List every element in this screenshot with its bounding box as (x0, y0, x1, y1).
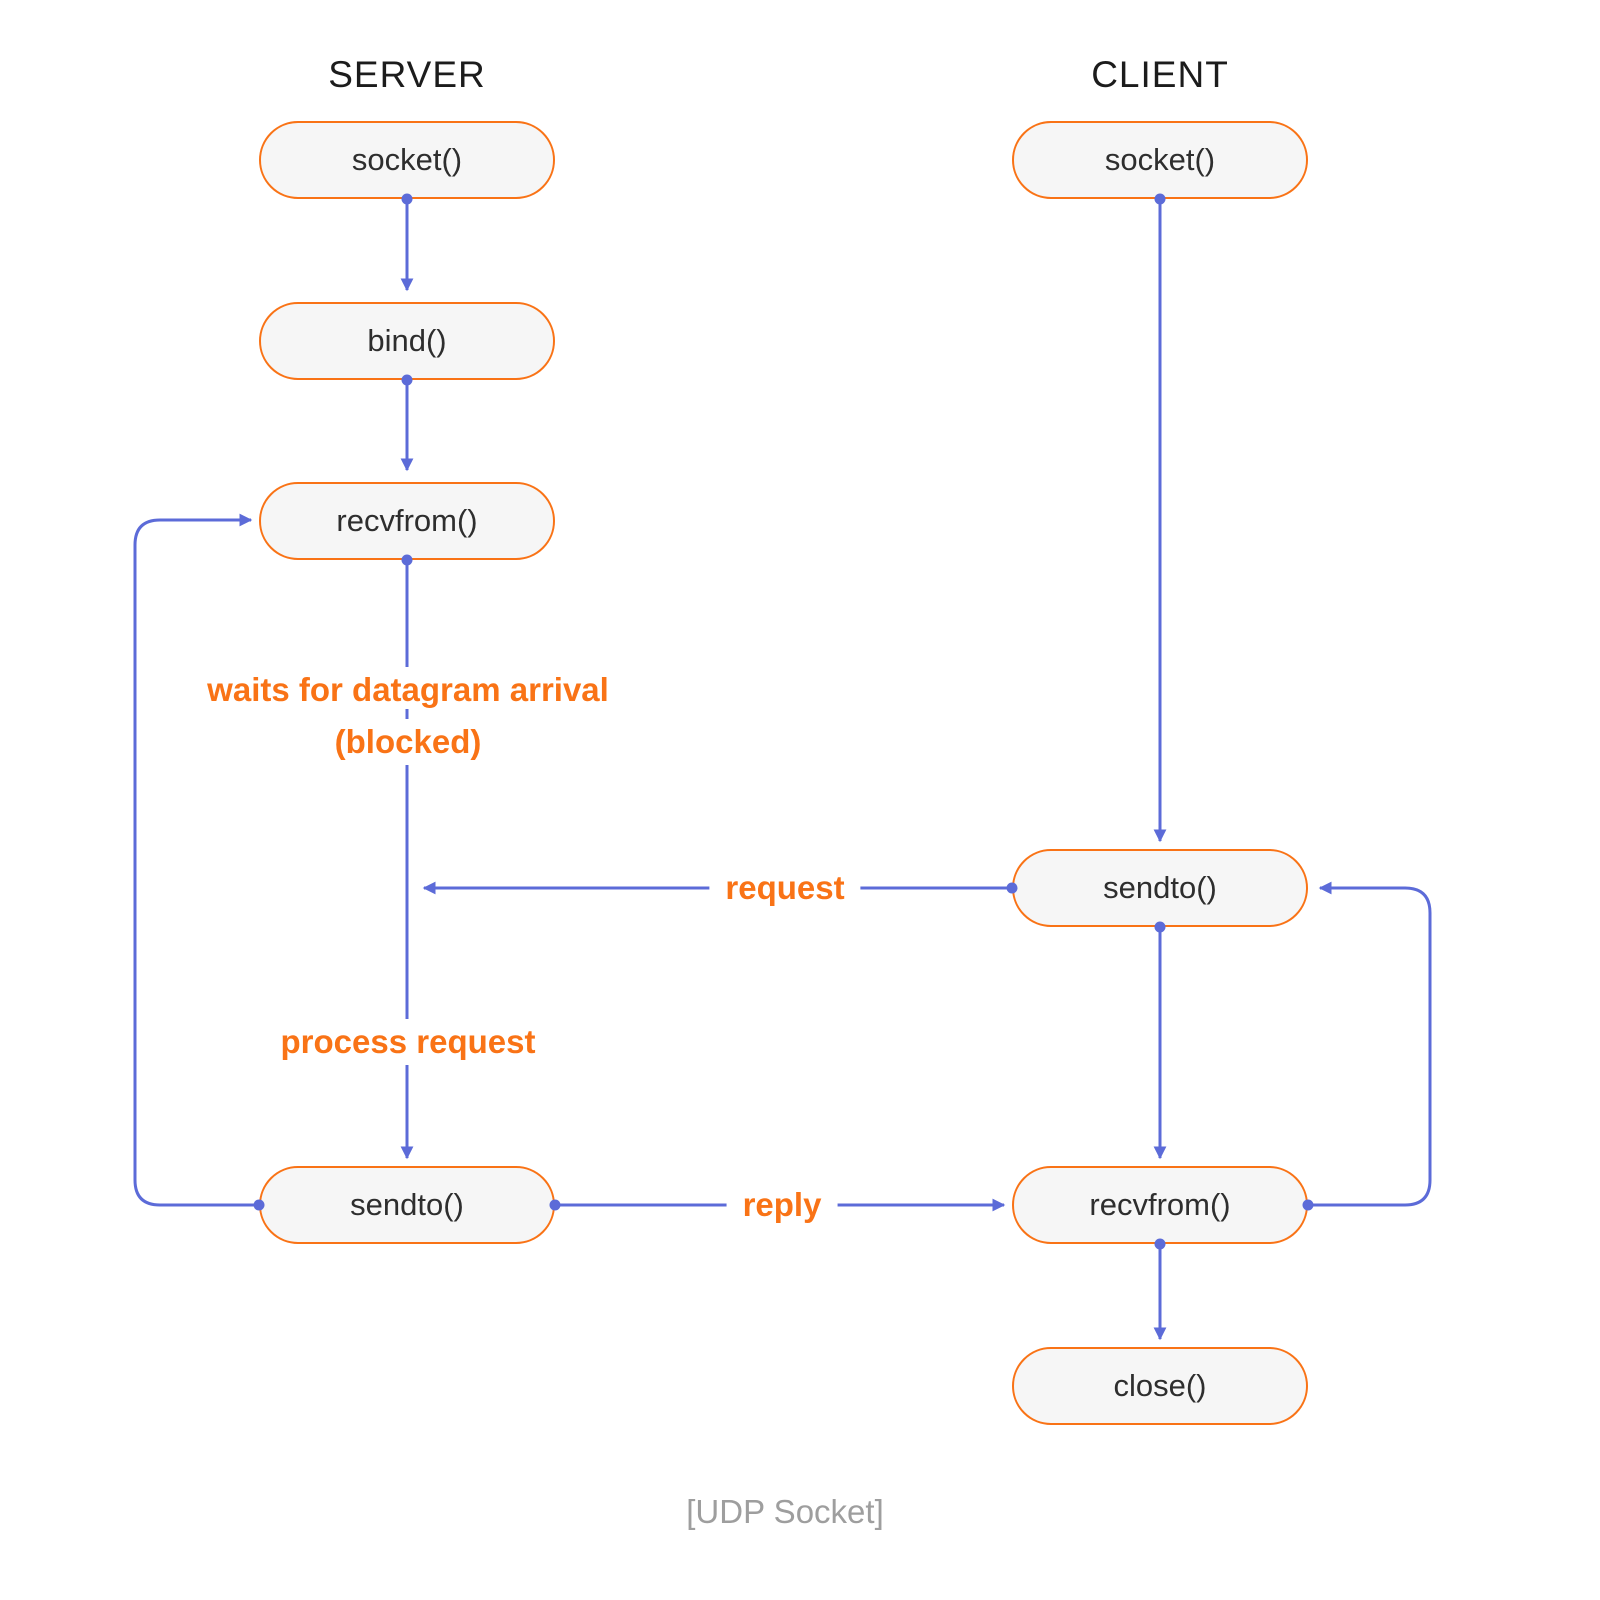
server-sendto-node: sendto() (259, 1166, 555, 1244)
server-recvfrom-node: recvfrom() (259, 482, 555, 560)
waits-for-datagram-label-line2: (blocked) (318, 719, 498, 765)
server-column-title: SERVER (328, 54, 486, 95)
client-recvfrom-node: recvfrom() (1012, 1166, 1308, 1244)
arrow-server-loop-sendto-to-recvfrom (133, 513, 259, 1207)
client-sendto-node: sendto() (1012, 849, 1308, 927)
client-close-node: close() (1012, 1347, 1308, 1425)
server-bind-node: bind() (259, 302, 555, 380)
client-column-title: CLIENT (1091, 54, 1229, 95)
reply-label: reply (726, 1182, 838, 1228)
request-label: request (709, 865, 861, 911)
client-socket-node: socket() (1012, 121, 1308, 199)
waits-for-datagram-label-line1: waits for datagram arrival (191, 667, 625, 709)
process-request-label: process request (264, 1019, 552, 1065)
diagram-caption: [UDP Socket] (686, 1493, 884, 1530)
server-socket-node: socket() (259, 121, 555, 199)
arrow-client-loop-recvfrom-to-sendto (1308, 881, 1432, 1207)
